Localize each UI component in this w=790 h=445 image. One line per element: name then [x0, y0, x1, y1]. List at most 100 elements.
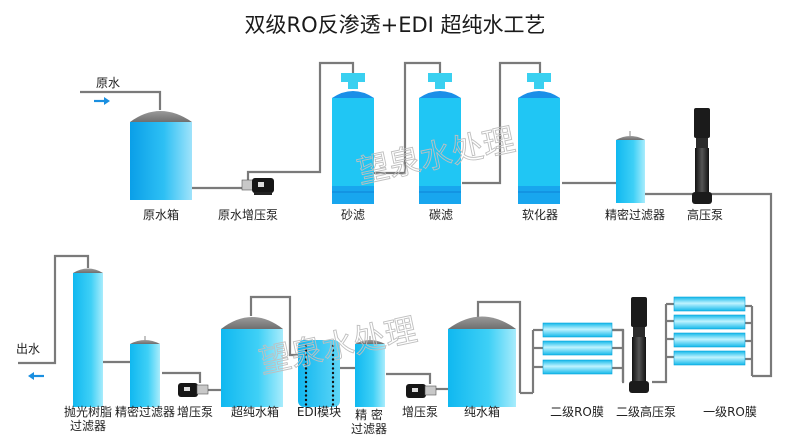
softener-base — [518, 186, 560, 204]
carbon-filter-dome — [419, 91, 461, 98]
membrane-tube — [542, 322, 613, 338]
precision-filter-1 — [616, 131, 645, 203]
secondary-ro-membrane-label: 二级RO膜 — [550, 405, 604, 419]
booster-pump-1-label: 增压泵 — [402, 405, 438, 419]
edi-electrode-dot — [304, 389, 308, 393]
edi-electrode-dot — [331, 403, 335, 406]
polishing-resin-filter-label-line2: 过滤器 — [70, 419, 106, 433]
precision-filter-2-label-line2: 过滤器 — [351, 422, 387, 436]
raw-water-booster-pump-icon — [241, 178, 274, 195]
edi-electrode-dot — [304, 371, 308, 375]
edi-electrode-dot — [331, 389, 335, 393]
edi-electrode-dot — [331, 367, 335, 370]
softener — [518, 73, 560, 204]
pump-stages — [632, 337, 646, 381]
secondary-ro-membrane — [542, 322, 613, 375]
softener-dome — [518, 91, 560, 98]
sand-filter-valve-head — [341, 73, 365, 82]
membrane-tube — [673, 332, 746, 348]
edi-electrode-dot — [304, 367, 308, 370]
pump-coupling — [633, 327, 645, 337]
membrane-tube — [673, 350, 746, 366]
edi-electrode-dot — [331, 398, 335, 402]
edi-electrode-dot — [304, 349, 308, 352]
raw-water-tank-label: 原水箱 — [143, 207, 179, 222]
edi-electrode-dot — [331, 380, 335, 384]
precision-filter-3 — [130, 336, 160, 407]
edi-electrode-dot — [304, 353, 308, 357]
carbon-filter-base — [419, 186, 461, 204]
carbon-filter — [419, 73, 461, 204]
carbon-filter-label: 碳滤 — [429, 208, 453, 222]
carbon-filter-valve-stem — [435, 82, 445, 89]
edi-electrode-dot — [304, 394, 308, 397]
membrane-tube — [673, 296, 746, 312]
raw-water-booster-pump-label: 原水增压泵 — [218, 208, 278, 222]
booster-pump-1-icon — [406, 384, 437, 398]
pure-water-tank — [448, 316, 516, 407]
edi-electrode-dot — [304, 385, 308, 388]
sand-filter — [332, 73, 374, 204]
membrane-tube — [542, 359, 613, 375]
edi-electrode-dot — [304, 344, 308, 348]
precision-filter-1-label: 精密过滤器 — [605, 207, 665, 222]
edi-electrode-dot — [304, 403, 308, 406]
ultrapure-water-tank — [221, 317, 283, 407]
polishing-resin-filter — [73, 268, 103, 407]
secondary-high-pressure-pump-icon — [629, 297, 649, 393]
sand-filter-base — [332, 186, 374, 204]
outlet-arrow-icon — [28, 372, 44, 380]
edi-electrode-dot — [331, 349, 335, 352]
edi-electrode-dot — [304, 376, 308, 379]
high-pressure-pump-icon — [692, 108, 712, 204]
outlet-label: 出水 — [16, 342, 40, 356]
sand-filter-label: 砂滤 — [341, 208, 365, 222]
precision-filter-3-label: 精密过滤器 — [115, 404, 175, 419]
softener-valve-stem — [534, 82, 544, 89]
edi-electrode-dot — [331, 385, 335, 388]
edi-electrode-dot — [331, 358, 335, 361]
sand-filter-valve-stem — [348, 82, 358, 89]
edi-electrode-dot — [331, 394, 335, 397]
primary-ro-membrane-label: 一级RO膜 — [703, 405, 757, 419]
edi-electrode-dot — [304, 358, 308, 361]
inlet-arrow-icon — [94, 97, 110, 105]
primary-ro-membrane — [673, 296, 746, 366]
raw-water-tank — [130, 111, 192, 200]
booster-pump-2-label: 增压泵 — [177, 405, 213, 419]
diagram-title: 双级RO反渗透+EDI 超纯水工艺 — [244, 13, 545, 37]
membrane-tube — [542, 340, 613, 356]
pump-base — [692, 192, 712, 204]
pump-base — [629, 381, 649, 393]
inlet-label: 原水 — [96, 76, 120, 90]
softener-label: 软化器 — [522, 208, 558, 222]
pump-motor — [694, 108, 710, 138]
edi-electrode-dot — [304, 398, 308, 402]
edi-electrode-dot — [331, 353, 335, 357]
membrane-tube — [673, 314, 746, 330]
secondary-high-pressure-pump-label: 二级高压泵 — [616, 404, 676, 419]
precision-filter-2 — [355, 336, 385, 407]
ultrapure-water-tank-label: 超纯水箱 — [231, 404, 279, 419]
edi-module-label: EDI模块 — [297, 405, 341, 419]
pure-water-tank-label: 纯水箱 — [464, 404, 500, 419]
edi-electrode-dot — [331, 344, 335, 348]
carbon-filter-valve-head — [428, 73, 452, 82]
pump-coupling — [696, 138, 708, 148]
precision-filter-2-label-line1: 精 密 — [355, 407, 383, 422]
edi-module — [298, 340, 340, 407]
polishing-resin-filter-label-line1: 抛光树脂 — [64, 404, 112, 419]
edi-electrode-dot — [304, 380, 308, 384]
pump-stages — [695, 148, 709, 192]
edi-electrode-dot — [331, 371, 335, 375]
softener-valve-head — [527, 73, 551, 82]
pipes-top — [80, 61, 773, 378]
sand-filter-dome — [332, 91, 374, 98]
edi-electrode-dot — [331, 376, 335, 379]
high-pressure-pump-label: 高压泵 — [687, 207, 723, 222]
pump-motor — [631, 297, 647, 327]
pipes-bottom — [18, 254, 754, 395]
booster-pump-2-icon — [178, 383, 209, 397]
edi-electrode-dot — [331, 362, 335, 366]
